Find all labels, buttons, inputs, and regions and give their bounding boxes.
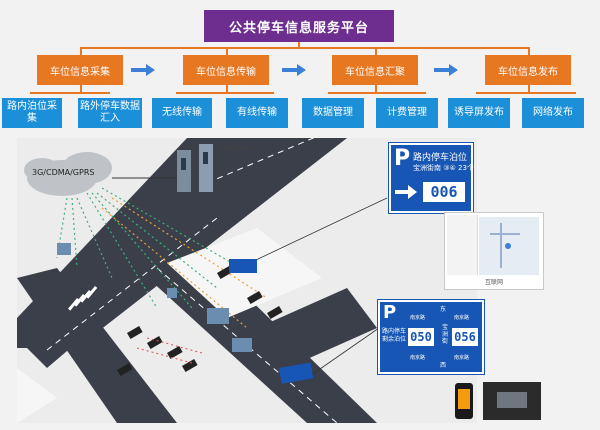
arrow-right-icon	[434, 64, 458, 76]
sign1-title: 路内停车泊位	[413, 153, 468, 163]
cloud-label: 3G/CDMA/GPRS	[32, 168, 95, 177]
phone-app-image	[455, 383, 473, 419]
sign2-road-tr: 南京路	[454, 315, 470, 321]
sign2-east: 东	[440, 306, 447, 313]
leaf-guidance-screen: 诱导屏发布	[448, 98, 510, 128]
sign1-sub: 宝洲街南 ③④ 23个	[413, 164, 474, 172]
connector	[226, 85, 228, 93]
parking-p-icon: P	[383, 302, 397, 323]
stage-transfer: 车位信息传输	[183, 55, 269, 85]
sign2-road-vertical: 宝 洲 街	[442, 324, 449, 345]
connector	[80, 47, 82, 55]
arrow-right-icon	[131, 64, 155, 76]
sign2-side-label: 路内停车 剩余泊位	[382, 328, 407, 343]
leaf-data-mgmt: 数据管理	[302, 98, 364, 128]
connector	[528, 47, 530, 55]
parking-p-icon: P	[394, 146, 411, 171]
datacenter-label: 数据处理中心	[223, 146, 260, 153]
sign2-west: 西	[440, 362, 447, 369]
stage-publish: 车位信息发布	[485, 55, 571, 85]
platform-title: 公共停车信息服务平台	[204, 10, 394, 42]
sign2-right-count: 056	[452, 328, 478, 346]
connector	[528, 85, 530, 93]
leaf-wireless: 无线传输	[152, 98, 212, 128]
web-map-screenshot: 互联网	[444, 212, 544, 290]
connector	[176, 92, 274, 94]
leaf-wired: 有线传输	[226, 98, 288, 128]
leaf-onstreet-collect: 路内泊位采集	[2, 98, 62, 128]
stage-collect: 车位信息采集	[37, 55, 123, 85]
connector	[80, 47, 529, 49]
sign2-road-tl: 南京路	[410, 315, 426, 321]
connector	[298, 42, 300, 48]
connector	[80, 85, 82, 93]
connector	[328, 92, 426, 94]
car-display-image	[483, 382, 541, 420]
guidance-sign-intersection: P 路内停车 剩余泊位 东 西 宝 洲 街 南京路 南京路 南京路 南京路 05…	[378, 300, 484, 374]
connector	[375, 85, 377, 93]
street-illustration	[17, 138, 388, 423]
city-scene: 3G/CDMA/GPRS 数据处理中心	[17, 138, 477, 423]
connector	[375, 47, 377, 55]
web-caption: 互联网	[485, 279, 504, 286]
connector	[226, 47, 228, 55]
arrow-right-icon	[395, 185, 417, 199]
sign2-road-bl: 南京路	[410, 355, 426, 361]
arrow-right-icon	[282, 64, 306, 76]
guidance-sign-main: P 路内停车泊位 宝洲街南 ③④ 23个 006	[389, 143, 474, 213]
connector	[30, 92, 110, 94]
sign1-count: 006	[423, 182, 465, 202]
sign2-road-br: 南京路	[454, 355, 470, 361]
leaf-offstreet-import: 路外停车数据 汇入	[78, 98, 142, 128]
sign2-left-count: 050	[408, 328, 434, 346]
leaf-web-publish: 网络发布	[522, 98, 584, 128]
leaf-billing-mgmt: 计费管理	[376, 98, 438, 128]
stage-aggregate: 车位信息汇聚	[332, 55, 418, 85]
connector	[476, 92, 576, 94]
